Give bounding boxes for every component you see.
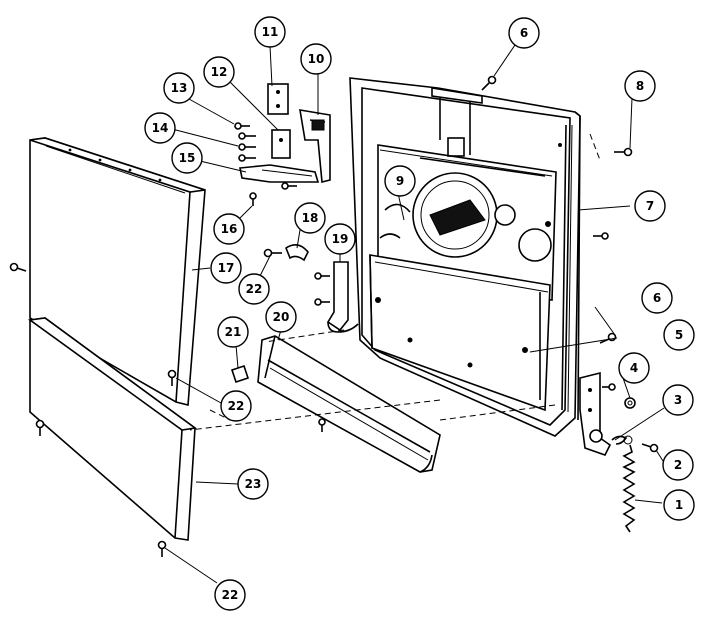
door-trim-strip	[257, 335, 441, 473]
svg-text:1: 1	[675, 498, 683, 512]
callout-18: 18	[294, 202, 326, 234]
callout-13: 13	[163, 72, 195, 104]
svg-text:12: 12	[211, 65, 228, 79]
svg-text:8: 8	[636, 79, 644, 93]
callout-22-bottom: 22	[214, 579, 246, 611]
svg-text:11: 11	[262, 25, 279, 39]
svg-text:3: 3	[674, 393, 682, 407]
callout-12: 12	[203, 56, 235, 88]
svg-text:18: 18	[302, 211, 319, 225]
svg-text:21: 21	[225, 325, 242, 339]
svg-text:15: 15	[179, 151, 196, 165]
callout-21: 21	[217, 316, 249, 348]
callout-3: 3	[662, 384, 694, 416]
svg-text:23: 23	[245, 477, 262, 491]
callout-1: 1	[663, 489, 695, 521]
svg-text:5: 5	[675, 328, 683, 342]
callout-17: 17	[210, 252, 242, 284]
callout-4: 4	[618, 352, 650, 384]
svg-text:16: 16	[221, 222, 238, 236]
callout-6-lower: 6	[641, 282, 673, 314]
callout-15: 15	[171, 142, 203, 174]
callout-22-mid: 22	[238, 273, 270, 305]
svg-text:10: 10	[308, 52, 325, 66]
svg-text:13: 13	[171, 81, 188, 95]
callout-10: 10	[300, 43, 332, 75]
lower-door-panel	[27, 317, 198, 541]
screws	[9, 75, 659, 557]
svg-text:22: 22	[222, 588, 239, 602]
assembly-lines	[29, 133, 601, 431]
svg-text:9: 9	[396, 174, 404, 188]
callout-16: 16	[213, 213, 245, 245]
svg-text:6: 6	[653, 291, 661, 305]
svg-text:2: 2	[674, 458, 682, 472]
svg-text:14: 14	[152, 121, 169, 135]
callout-8: 8	[624, 70, 656, 102]
svg-text:7: 7	[646, 199, 654, 213]
callout-6-top: 6	[508, 17, 540, 49]
svg-text:19: 19	[332, 232, 349, 246]
inner-door-assembly	[349, 77, 581, 437]
svg-text:6: 6	[520, 26, 528, 40]
callout-9: 9	[384, 165, 416, 197]
svg-text:20: 20	[273, 310, 290, 324]
callout-2: 2	[662, 449, 694, 481]
callout-11: 11	[254, 16, 286, 48]
svg-text:22: 22	[228, 399, 245, 413]
callout-20: 20	[265, 301, 297, 333]
small-parts	[230, 244, 359, 384]
callout-22-left: 22	[220, 390, 252, 422]
callout-5: 5	[663, 319, 695, 351]
callout-19: 19	[324, 223, 356, 255]
svg-text:17: 17	[218, 261, 235, 275]
callout-7: 7	[634, 190, 666, 222]
hinge-and-spring	[579, 371, 636, 533]
svg-text:22: 22	[246, 282, 263, 296]
hinge-cluster-top	[239, 83, 331, 184]
callout-14: 14	[144, 112, 176, 144]
callout-23: 23	[237, 468, 269, 500]
svg-text:4: 4	[630, 361, 638, 375]
leader-lines	[164, 41, 665, 584]
